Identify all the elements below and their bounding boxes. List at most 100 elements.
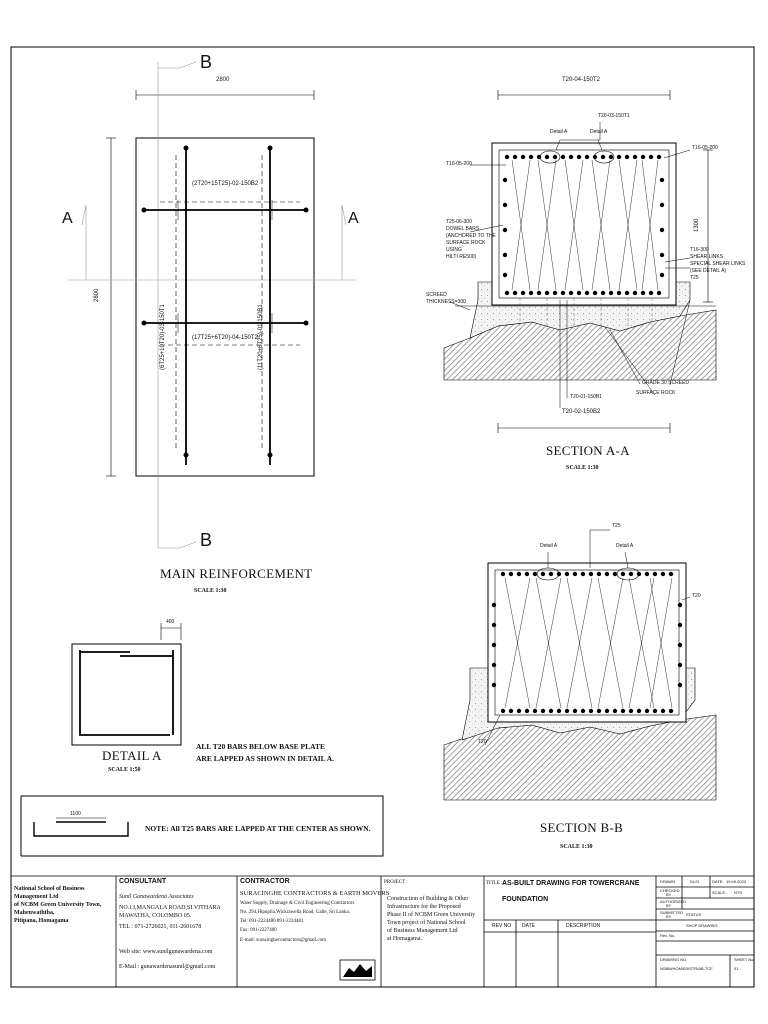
bar-label-top: (2T20+15T25)-02-150B2	[192, 181, 259, 187]
aa-height-dim: 1300	[694, 218, 700, 232]
client-line-3: of NCBM Green University Town,	[14, 902, 102, 908]
lap-note-drawing	[20, 795, 384, 857]
contractor-email: E-mail: suracinghecontractors@gmail.com	[240, 938, 326, 943]
rev-label: Rev. No.	[660, 933, 676, 938]
main-reinforcement-scale: SCALE 1:30	[194, 588, 227, 594]
detail-a-drawing	[71, 623, 182, 746]
detail-a-note-1: ALL T20 BARS BELOW BASE PLATE	[196, 742, 326, 751]
submitted-label-2: BY	[666, 914, 672, 919]
aa-shear-1: T16-300	[690, 247, 709, 253]
client-line-4: Mahenwaththa,	[14, 910, 55, 916]
section-aa-title: SECTION A-A	[546, 443, 630, 458]
contractor-address: No. 294,Hipupila,Wickrawella Road, Galle…	[240, 910, 350, 915]
status-value: SHOP DRAWING	[686, 923, 718, 928]
scale-label: SCALE :	[712, 890, 728, 895]
consultant-email: E-Mail : gunawardenasunil@gmail.com	[119, 964, 216, 970]
main-reinforcement-plan	[68, 61, 356, 549]
bb-detail-a-1: Detail A	[540, 543, 558, 549]
bar-label-left: (6T25+10T20)-03-150T1	[160, 304, 166, 370]
contractor-desc: Water Supply, Drainage & Civil Engineeri…	[240, 901, 355, 906]
aa-grade-screed: GRADE 30 SCREED	[642, 380, 689, 386]
section-b-marker-bottom: B	[200, 530, 213, 550]
aa-bottom-bar-2: T20-02-150B2	[562, 409, 601, 415]
drawn-by: DLSI	[690, 879, 699, 884]
aa-shear-5: T25	[690, 275, 699, 281]
project-line-3: Phase II of NCBM Green University	[387, 912, 476, 918]
detail-a-note-2: ARE LAPPED AS SHOWN IN DETAIL A.	[196, 754, 335, 763]
aa-detail-a-2: Detail A	[590, 129, 608, 135]
drawn-label: DRAWN	[660, 879, 675, 884]
date-label: DATE:	[712, 879, 724, 884]
rev-no-col: REV NO	[492, 923, 512, 929]
checked-label-1: CHECKED	[660, 888, 680, 893]
detail-a-title: DETAIL A	[102, 748, 162, 763]
aa-dowel-6: HILTI RE500)	[446, 254, 477, 260]
checked-label-2: BY	[666, 892, 672, 897]
contractor-tel: Tel: 091-2224480 091-2224481	[240, 919, 304, 924]
section-aa-drawing	[443, 90, 717, 433]
client-line-5: Pitipana, Homagama	[14, 918, 69, 924]
aa-screed-1: SCREED	[426, 292, 447, 298]
drawing-title-2: FOUNDATION	[502, 896, 549, 903]
section-bb-scale: SCALE 1:30	[560, 844, 593, 850]
status-label: STATUS :	[686, 912, 704, 917]
contractor-logo	[339, 959, 376, 981]
detail-a-scale: SCALE 1:50	[108, 767, 141, 773]
plan-height-dim: 2800	[94, 288, 100, 302]
bar-label-bottom: (17T25+6T20)-04-150T2	[192, 335, 258, 341]
aa-shear-3: SPECIAL SHEAR LINKS	[690, 261, 746, 267]
aa-t16-right: T16-05-200	[692, 145, 718, 151]
aa-surface-rock: SURFACE ROCK	[636, 390, 676, 396]
aa-detail-a-1: Detail A	[550, 129, 568, 135]
sheet-no: 01	[734, 966, 739, 971]
aa-bottom-bar-1: T20-01-150B1	[570, 394, 602, 400]
client-line-1: National School of Business	[14, 886, 85, 892]
section-bb-drawing	[443, 529, 717, 801]
plan-width-dim: 2800	[216, 77, 230, 83]
project-line-2: Infrastructure for the Proposed	[387, 904, 461, 910]
aa-top-dim: T20-04-150T2	[562, 77, 601, 83]
bb-detail-a-2: Detail A	[616, 543, 634, 549]
date-col: DATE	[522, 923, 535, 929]
lap-dim: 1100	[70, 811, 81, 817]
client-line-2: Management Ltd	[14, 894, 59, 900]
date-value: 19.09.2023	[726, 879, 747, 884]
aa-screed-2: THICKNESS=300	[426, 299, 466, 305]
aa-top-bar: T20-03-150T1	[598, 113, 630, 119]
bb-t25: T25	[612, 523, 621, 529]
description-col: DESCRIPTION	[566, 923, 601, 929]
project-line-4: Town project of National School	[387, 920, 466, 926]
title-label: TITLE :	[486, 881, 503, 886]
project-line-1: Construction of Building & Other	[387, 896, 469, 902]
consultant-label: CONSULTANT	[119, 878, 167, 885]
drawing-no-label: DRAWING NO.	[660, 957, 688, 962]
aa-dowel-2: DOWEL BARS	[446, 226, 480, 232]
aa-dowel-4: SURFACE ROCK	[446, 240, 486, 246]
consultant-web: Web site: www.sunilgunawardena.com	[119, 949, 213, 955]
aa-shear-2: SHEAR LINKS	[690, 254, 724, 260]
aa-dowel-1: T25-06-300	[446, 219, 472, 225]
section-a-marker-left: A	[62, 210, 73, 227]
scale-value: NTS	[734, 890, 742, 895]
section-bb-title: SECTION B-B	[540, 820, 624, 835]
section-aa-scale: SCALE 1:30	[566, 465, 599, 471]
sheet-label: SHEET No.	[734, 957, 755, 962]
drawing-no: NSBM/HOM/B3/STR/AB-TCF	[660, 966, 713, 971]
consultant-name: Sunil Gunawardena Associates	[119, 894, 194, 900]
authorized-label-1: AUTHORIZED	[660, 899, 686, 904]
sheet-border	[10, 46, 755, 988]
contractor-fax: Fax: 091-2227400	[240, 928, 277, 933]
aa-dowel-3: (ANCHORED TO THE	[446, 233, 496, 239]
consultant-tel: TEL : 071-2726021, 011-2601678	[119, 924, 202, 930]
project-line-6: at Homagama.	[387, 936, 422, 942]
lap-note-text: NOTE: All T25 BARS ARE LAPPED AT THE CEN…	[145, 824, 371, 833]
project-line-5: of Business Management Ltd	[387, 928, 458, 934]
foundation-outline	[135, 137, 315, 477]
aa-t16-left: T16-05-200	[446, 161, 472, 167]
contractor-label: CONTRACTOR	[240, 878, 290, 885]
section-b-marker-top: B	[200, 52, 213, 72]
drawing-title-1: AS-BUILT DRAWING FOR TOWERCRANE	[502, 880, 640, 887]
section-a-marker-right: A	[348, 210, 359, 227]
